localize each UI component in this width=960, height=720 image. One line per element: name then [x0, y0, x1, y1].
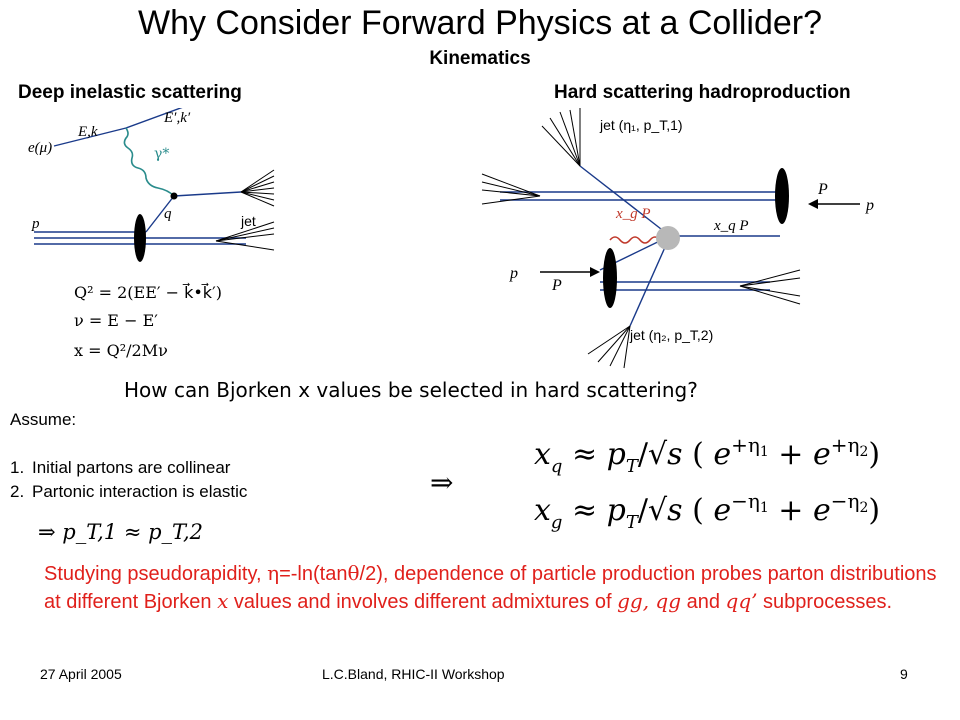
- footer-date: 27 April 2005: [40, 666, 122, 682]
- slide-subtitle: Kinematics: [429, 48, 531, 69]
- list-item: 2.Partonic interaction is elastic: [10, 482, 248, 501]
- x-equation: x = Q²/2Mν: [74, 341, 168, 360]
- dis-label: Deep inelastic scattering: [18, 82, 242, 103]
- jet-label: jet: [240, 213, 256, 229]
- photon-line: [123, 127, 175, 197]
- right-remnant-spray: [739, 269, 801, 305]
- formula-xg: xg ≈ pT/√s ( e−η1 + e−η2): [534, 489, 880, 533]
- list-item: 1.Initial partons are collinear: [10, 458, 231, 477]
- proton-label: p: [31, 216, 40, 232]
- pt-balance-line: ⇒ p_T,1 ≈ p_T,2: [38, 520, 204, 544]
- proton-blob: [134, 214, 146, 262]
- p-right-label: P: [817, 181, 828, 198]
- xgP-label: x_g P: [615, 206, 651, 222]
- nu-equation: ν = E − E′: [74, 311, 158, 330]
- jet2-label: jet (η₂, p_T,2): [629, 327, 713, 343]
- conclusion-text: Studying pseudorapidity, η=-ln(tanθ/2), …: [44, 561, 937, 613]
- dis-feynman-diagram: e(μ) E,k E′,k′ γ* q p jet Q² = 2(EE′ − k…: [28, 108, 275, 360]
- hadro-feynman-diagram: jet (η₁, p_T,1) jet (η₂, p_T,2) x_g P x_…: [481, 108, 886, 369]
- jet2-spray: [587, 325, 631, 369]
- assume-label: Assume:: [10, 410, 77, 429]
- lepton-in-momentum: E,k: [77, 124, 98, 140]
- photon-label: γ*: [154, 146, 169, 162]
- implies-arrow: ⇒: [430, 466, 454, 499]
- jet1-label: jet (η₁, p_T,1): [599, 117, 683, 133]
- proton-left-blob: [603, 248, 617, 308]
- hard-scatter-blob: [656, 226, 680, 250]
- formula-xq: xq ≈ pT/√s ( e+η1 + e+η2): [534, 433, 880, 477]
- p-right-spin-label: p⃗: [865, 197, 886, 214]
- question-text: How can Bjorken x values be selected in …: [124, 378, 698, 402]
- bjorken-x-formulas: xq ≈ pT/√s ( e+η1 + e+η2) xg ≈ pT/√s ( e…: [534, 433, 880, 533]
- jet-spray: [240, 169, 275, 207]
- slide-title: Why Consider Forward Physics at a Collid…: [137, 4, 823, 42]
- lepton-in-label: e(μ): [28, 140, 52, 156]
- proton-right-blob: [775, 168, 789, 224]
- quark-label: q: [164, 206, 172, 222]
- footer-page-number: 9: [900, 666, 908, 682]
- vertex-dot: [170, 192, 178, 200]
- left-remnant-spray: [481, 173, 541, 205]
- jet1-spray: [541, 108, 581, 167]
- lepton-out-momentum: E′,k′: [163, 110, 191, 126]
- assumptions-list: 1.Initial partons are collinear 2.Parton…: [10, 456, 247, 504]
- remnant-spray: [215, 221, 275, 251]
- xqP-label: x_q P: [713, 218, 749, 234]
- gluon-line: [609, 236, 661, 244]
- q2-equation: Q² = 2(EE′ − k⃗•k⃗′): [74, 282, 222, 302]
- p-left-label: P: [551, 277, 562, 294]
- p-left-spin-label: p⃗: [509, 265, 530, 282]
- hadro-label: Hard scattering hadroproduction: [554, 82, 851, 103]
- footer-author: L.C.Bland, RHIC-II Workshop: [322, 666, 505, 682]
